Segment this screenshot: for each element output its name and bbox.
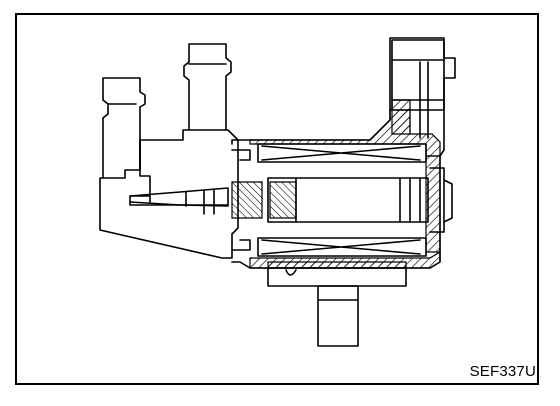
figure-reference-code: SEF337U: [469, 363, 536, 380]
stem-top-hatch: [267, 261, 407, 269]
middle-hose-port: [183, 43, 232, 131]
bottom-boss: [267, 267, 407, 287]
bottom-stem: [317, 285, 359, 347]
housing-hatch-right: [425, 155, 441, 253]
left-hose-port: [102, 77, 146, 179]
connector-hatch: [391, 99, 411, 135]
mounting-bracket: [99, 129, 239, 259]
valve-needle: [129, 187, 229, 207]
port-hatch: [231, 181, 263, 219]
housing-hatch-top: [249, 109, 441, 157]
electrical-connector: [391, 39, 445, 111]
seat-hatch: [269, 181, 297, 219]
